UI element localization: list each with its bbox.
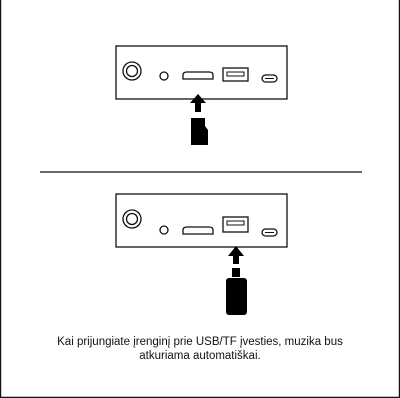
instruction-caption-line-1: Kai prijungiate įrenginį prie USB/TF įve… [57,336,343,348]
tf-card-icon [191,118,208,145]
instruction-caption-line-2: atkuriama automatiškai. [139,350,261,362]
arrow-up-icon [190,94,206,112]
usb-c-port-icon [261,228,278,237]
panel-tf-card [115,45,288,145]
arrow-up-icon [228,246,244,264]
panel-usb-drive [115,193,288,315]
usb-a-port-icon [222,216,249,233]
tf-card-slot-icon [182,71,214,80]
button-icon [159,225,169,235]
aux-jack-icon [122,61,142,81]
usb-c-port-icon [261,74,278,83]
button-icon [159,71,169,81]
usb-drive-icon [226,268,247,315]
tf-card-slot-icon [182,226,214,235]
usb-a-port-icon [222,67,249,82]
aux-jack-icon [122,209,142,229]
device-rear-panel [115,193,288,248]
